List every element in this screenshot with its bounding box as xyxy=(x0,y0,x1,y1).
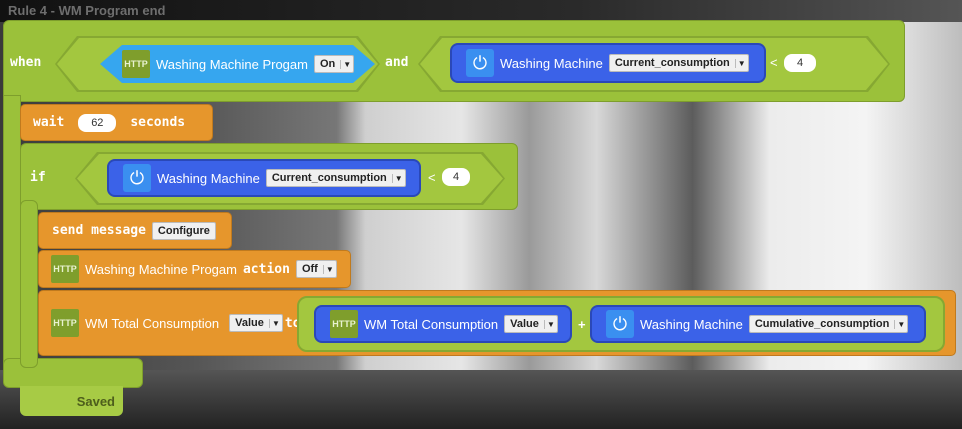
chevron-down-icon: ▼ xyxy=(734,58,748,68)
configure-button[interactable]: Configure xyxy=(151,221,216,240)
dropdown-value: Value xyxy=(235,317,264,329)
rule-title: Rule 4 - WM Program end xyxy=(8,3,166,18)
http-condition-block[interactable]: HTTP Washing Machine Progam On ▼ xyxy=(100,45,375,83)
wait-label: wait xyxy=(33,115,65,130)
property-dropdown[interactable]: Cumulative_consumption ▼ xyxy=(748,315,909,333)
dropdown-value: Current_consumption xyxy=(271,172,387,184)
background-floor xyxy=(0,370,962,429)
left-operand-block[interactable]: HTTP WM Total Consumption Value ▼ xyxy=(314,305,572,343)
action-label: action xyxy=(242,261,290,277)
if-device-condition-block[interactable]: ⏻ Washing Machine Current_consumption ▼ xyxy=(107,159,421,197)
chevron-down-icon: ▼ xyxy=(268,318,282,328)
http-icon: HTTP xyxy=(122,50,150,78)
http-icon: HTTP xyxy=(51,309,79,337)
if-label: if xyxy=(30,170,46,185)
property-dropdown[interactable]: Current_consumption ▼ xyxy=(608,54,749,72)
dropdown-value: Off xyxy=(301,263,318,275)
saved-status: Saved xyxy=(20,386,123,416)
device-label: WM Total Consumption xyxy=(85,315,220,331)
action-block[interactable]: HTTP Washing Machine Progam action Off ▼ xyxy=(38,250,351,288)
chevron-down-icon: ▼ xyxy=(543,319,557,329)
if-block-arm xyxy=(20,200,38,368)
power-icon: ⏻ xyxy=(123,164,151,192)
dropdown-value: Current_consumption xyxy=(614,57,730,69)
dropdown-value: Value xyxy=(510,318,539,330)
operator-label: < xyxy=(770,55,778,70)
device-label: Washing Machine xyxy=(640,316,743,332)
chevron-down-icon: ▼ xyxy=(322,264,336,274)
and-label: and xyxy=(385,55,409,70)
background xyxy=(0,0,962,22)
saved-label: Saved xyxy=(76,393,115,409)
chevron-down-icon: ▼ xyxy=(894,319,907,329)
operator-label: < xyxy=(428,170,436,185)
seconds-label: seconds xyxy=(130,115,186,130)
dropdown-value: On xyxy=(319,58,336,70)
plus-operator: + xyxy=(578,317,586,332)
to-label: to xyxy=(284,315,301,331)
action-dropdown[interactable]: Off ▼ xyxy=(295,260,337,278)
rule-block-arm xyxy=(3,95,21,385)
http-icon: HTTP xyxy=(330,310,358,338)
device-label: Washing Machine xyxy=(500,55,603,71)
threshold-input[interactable]: 4 xyxy=(784,54,816,72)
when-label: when xyxy=(10,55,42,70)
power-icon: ⏻ xyxy=(606,310,634,338)
device-label: Washing Machine Progam xyxy=(85,261,237,277)
state-dropdown[interactable]: On ▼ xyxy=(314,55,354,73)
http-icon: HTTP xyxy=(51,255,79,283)
property-dropdown[interactable]: Current_consumption ▼ xyxy=(265,169,406,187)
device-label: WM Total Consumption xyxy=(364,316,499,332)
send-message-block[interactable]: send message Configure xyxy=(38,212,232,249)
device-label: Washing Machine xyxy=(157,170,260,186)
chevron-down-icon: ▼ xyxy=(340,60,353,69)
wait-block[interactable]: wait 62 seconds xyxy=(20,104,213,141)
dropdown-value: Cumulative_consumption xyxy=(754,318,890,330)
wait-seconds-input[interactable]: 62 xyxy=(78,113,117,132)
power-icon: ⏻ xyxy=(466,49,494,77)
device-condition-block[interactable]: ⏻ Washing Machine Current_consumption ▼ xyxy=(450,43,766,83)
send-message-label: send message xyxy=(52,223,146,238)
field-dropdown[interactable]: Value ▼ xyxy=(229,314,283,332)
right-operand-block[interactable]: ⏻ Washing Machine Cumulative_consumption… xyxy=(590,305,926,343)
if-threshold-input[interactable]: 4 xyxy=(442,168,470,186)
chevron-down-icon: ▼ xyxy=(391,173,405,183)
field-dropdown[interactable]: Value ▼ xyxy=(504,315,558,333)
device-label: Washing Machine Progam xyxy=(156,56,308,72)
